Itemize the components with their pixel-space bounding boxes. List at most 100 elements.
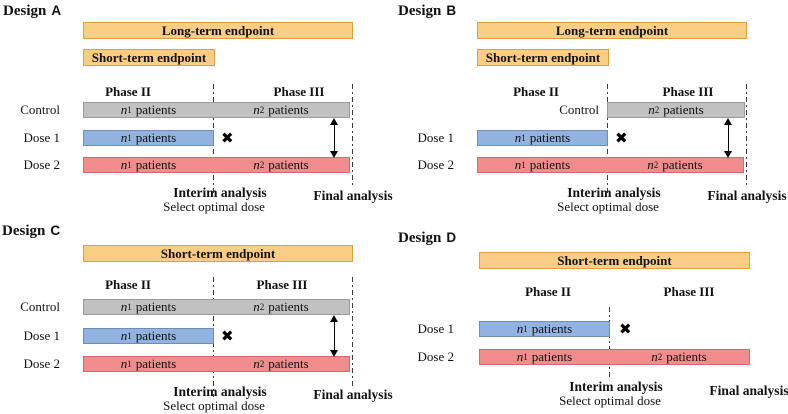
dose-discontinued-cross-icon: ✖: [619, 320, 632, 338]
dose1-row-label: Dose 1: [417, 321, 454, 336]
design-word: Design: [3, 3, 47, 19]
design-word: Design: [398, 3, 442, 19]
n-sub: 2: [653, 159, 659, 170]
n-var: n: [253, 299, 260, 314]
n-sub: 1: [127, 330, 132, 341]
phase-iii-label: Phase III: [663, 284, 715, 299]
n-var: n: [120, 130, 128, 145]
dose-discontinued-cross-icon: ✖: [221, 129, 234, 147]
interim-analysis-line: [609, 307, 610, 379]
final-analysis-line: [746, 84, 747, 188]
design-letter: D: [446, 230, 457, 245]
final-analysis-line: [352, 84, 353, 188]
n-sub: 1: [521, 159, 526, 170]
arrow-stem: [727, 123, 729, 153]
n-sub: 2: [657, 351, 663, 362]
n-var: n: [120, 299, 128, 314]
long-term-endpoint-bar: Long-term endpoint: [477, 22, 747, 39]
patients-word: patients: [663, 102, 704, 117]
n-var: n: [514, 157, 522, 172]
n-sub: 1: [523, 323, 528, 334]
select-optimal-dose-label: Select optimal dose: [163, 199, 265, 214]
patients-word: patients: [135, 328, 177, 343]
interim-analysis-label: Interim analysis: [569, 379, 663, 394]
n-sub: 1: [523, 351, 528, 362]
select-optimal-dose-label: Select optimal dose: [163, 398, 265, 413]
arrow-stem: [333, 320, 335, 352]
panel-title: Design D: [398, 230, 456, 247]
n-var: n: [120, 328, 128, 343]
n-sub: 2: [259, 358, 265, 369]
phase-ii-label: Phase II: [105, 277, 151, 292]
patients-word: patients: [135, 299, 177, 314]
n-var: n: [648, 102, 655, 117]
patients-word: patients: [529, 130, 571, 145]
short-term-endpoint-bar: Short-term endpoint: [83, 49, 215, 66]
n-var: n: [253, 157, 260, 172]
dose-discontinued-cross-icon: ✖: [615, 129, 628, 147]
dose2-row-label: Dose 2: [417, 349, 454, 364]
arrow-stem: [333, 123, 335, 153]
patients-word: patients: [531, 321, 573, 336]
n-sub: 2: [259, 159, 265, 170]
design-word: Design: [398, 230, 442, 246]
patients-word: patients: [268, 157, 309, 172]
phase-iii-label: Phase III: [273, 84, 325, 99]
final-analysis-label: Final analysis: [313, 387, 393, 402]
patients-word: patients: [666, 349, 707, 364]
n-var: n: [253, 102, 260, 117]
patients-word: patients: [135, 102, 177, 117]
interim-analysis-label: Interim analysis: [173, 384, 267, 399]
dose2-row-label: Dose 2: [23, 157, 60, 172]
n-var: n: [253, 356, 260, 371]
n-sub: 2: [259, 104, 265, 115]
control-row-label: Control: [20, 102, 60, 117]
n-var: n: [516, 349, 524, 364]
design-letter: B: [446, 3, 457, 18]
select-optimal-dose-label: Select optimal dose: [557, 199, 659, 214]
patients-word: patients: [135, 130, 177, 145]
phase-iii-label: Phase III: [256, 277, 308, 292]
panel-title: Design B: [398, 3, 456, 20]
n-sub: 1: [521, 132, 526, 143]
n-sub: 1: [127, 159, 132, 170]
interim-analysis-label: Interim analysis: [173, 185, 267, 200]
select-optimal-dose-label: Select optimal dose: [559, 393, 661, 408]
n-sub: 1: [127, 301, 132, 312]
n-var: n: [514, 130, 522, 145]
patients-word: patients: [268, 356, 309, 371]
patients-word: patients: [268, 102, 309, 117]
design-letter: C: [50, 223, 61, 238]
comparison-double-arrow-icon: [329, 315, 340, 357]
long-term-endpoint-bar: Long-term endpoint: [83, 22, 353, 39]
n-var: n: [120, 157, 128, 172]
n-sub: 1: [127, 358, 132, 369]
dose1-row-label: Dose 1: [417, 130, 454, 145]
dose2-row-label: Dose 2: [23, 356, 60, 371]
patients-word: patients: [135, 356, 177, 371]
n-var: n: [516, 321, 524, 336]
dose1-row-label: Dose 1: [23, 130, 60, 145]
comparison-double-arrow-icon: [329, 118, 340, 158]
dose1-row-label: Dose 1: [23, 328, 60, 343]
